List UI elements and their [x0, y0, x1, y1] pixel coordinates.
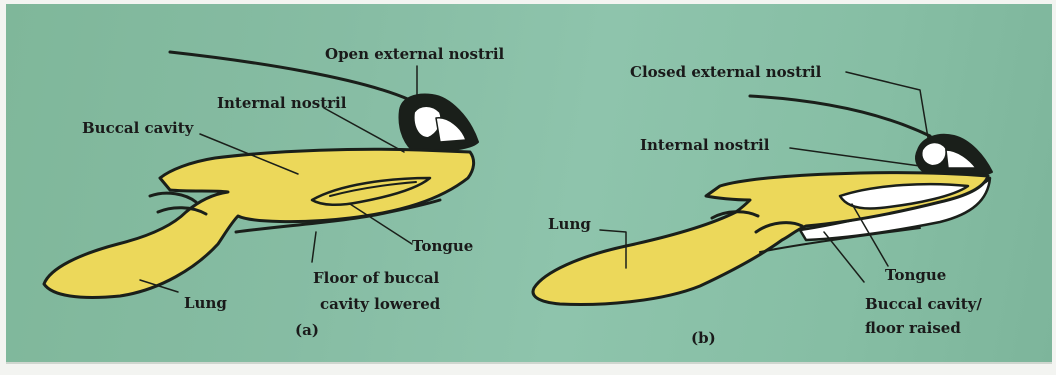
- caption-a: (a): [295, 322, 319, 339]
- label-internal-nostril-a: Internal nostril: [217, 95, 346, 112]
- label-tongue-a: Tongue: [412, 238, 473, 255]
- label-internal-nostril-b: Internal nostril: [640, 137, 769, 154]
- glottis-a: [150, 193, 196, 202]
- label-buccal-floor-line1: Buccal cavity/: [865, 296, 982, 313]
- head-outline-b: [750, 96, 930, 136]
- leader-internal-nostril-b: [790, 148, 920, 166]
- label-buccal-floor-line2: floor raised: [865, 320, 961, 337]
- caption-b: (b): [691, 330, 716, 347]
- leader-internal-nostril-a: [324, 108, 404, 152]
- label-open-external-nostril: Open external nostril: [325, 46, 504, 63]
- label-closed-external-nostril: Closed external nostril: [630, 64, 821, 81]
- nostril-closed-b: [921, 142, 946, 166]
- label-tongue-b: Tongue: [885, 267, 946, 284]
- label-lung-b: Lung: [548, 216, 591, 233]
- label-floor-lowered-line1: Floor of buccal: [313, 270, 439, 287]
- leader-floor-a: [312, 232, 316, 262]
- panel-a-drawing: [44, 52, 478, 298]
- leader-floor-b: [824, 232, 864, 282]
- label-lung-a: Lung: [184, 295, 227, 312]
- label-floor-lowered-line2: cavity lowered: [320, 296, 440, 313]
- label-buccal-cavity-a: Buccal cavity: [82, 120, 193, 137]
